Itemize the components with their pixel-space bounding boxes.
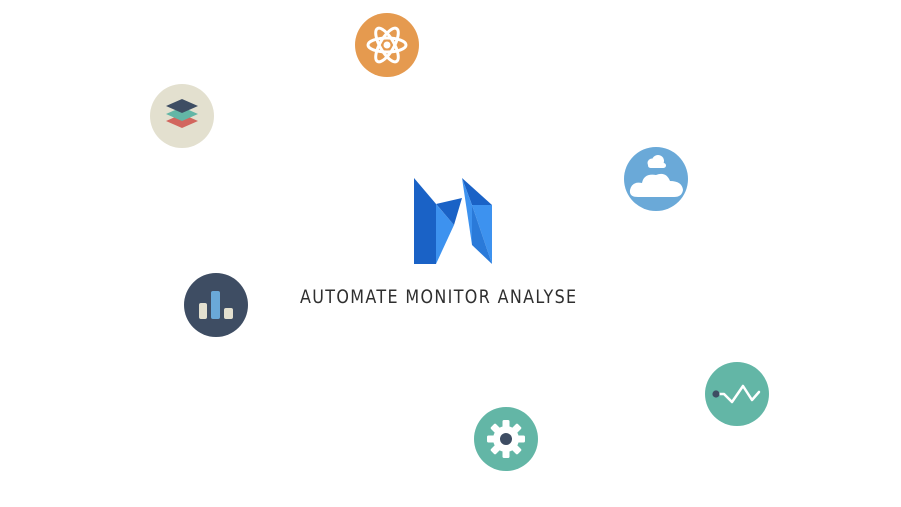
pulse-line-icon (712, 384, 761, 404)
gear-icon (487, 420, 525, 458)
cloud-badge (624, 147, 688, 211)
bar-chart-badge (184, 273, 248, 337)
layers-icon (166, 99, 198, 128)
gear-badge (474, 407, 538, 471)
cloud-icon (629, 155, 683, 197)
pulse-line-badge (705, 362, 769, 426)
n-monogram-logo (414, 178, 492, 264)
layers-badge (150, 84, 214, 148)
brand-tagline: AUTOMATE MONITOR ANALYSE (300, 286, 578, 308)
atom-badge (355, 13, 419, 77)
atom-icon (366, 26, 408, 64)
bar-chart-icon (199, 291, 233, 319)
